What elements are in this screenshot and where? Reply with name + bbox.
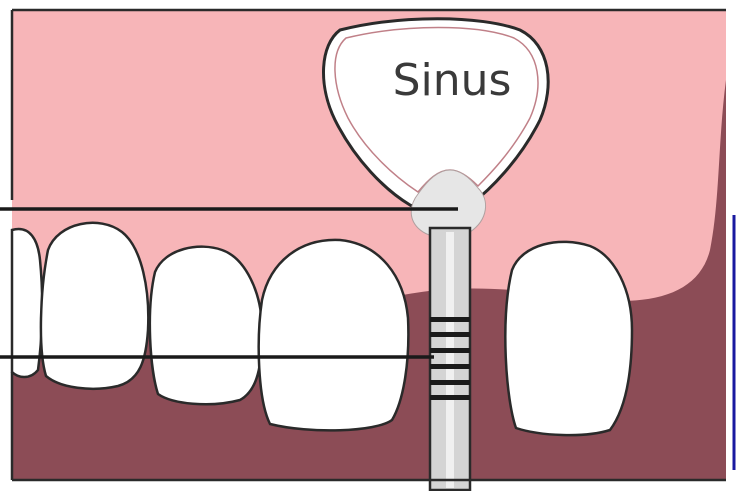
tooth-3 [150, 247, 262, 405]
depth-mark-6 [430, 395, 470, 400]
depth-mark-1 [430, 317, 470, 322]
implant-highlight [446, 232, 454, 488]
tooth-4 [259, 240, 409, 431]
tooth-1 [12, 229, 42, 377]
depth-mark-5 [430, 380, 470, 385]
depth-mark-2 [430, 332, 470, 337]
depth-mark-3 [430, 348, 470, 353]
tooth-2 [41, 223, 148, 389]
depth-mark-4 [430, 364, 470, 369]
sinus-label: Sinus [393, 55, 512, 106]
tooth-5 [505, 242, 632, 435]
